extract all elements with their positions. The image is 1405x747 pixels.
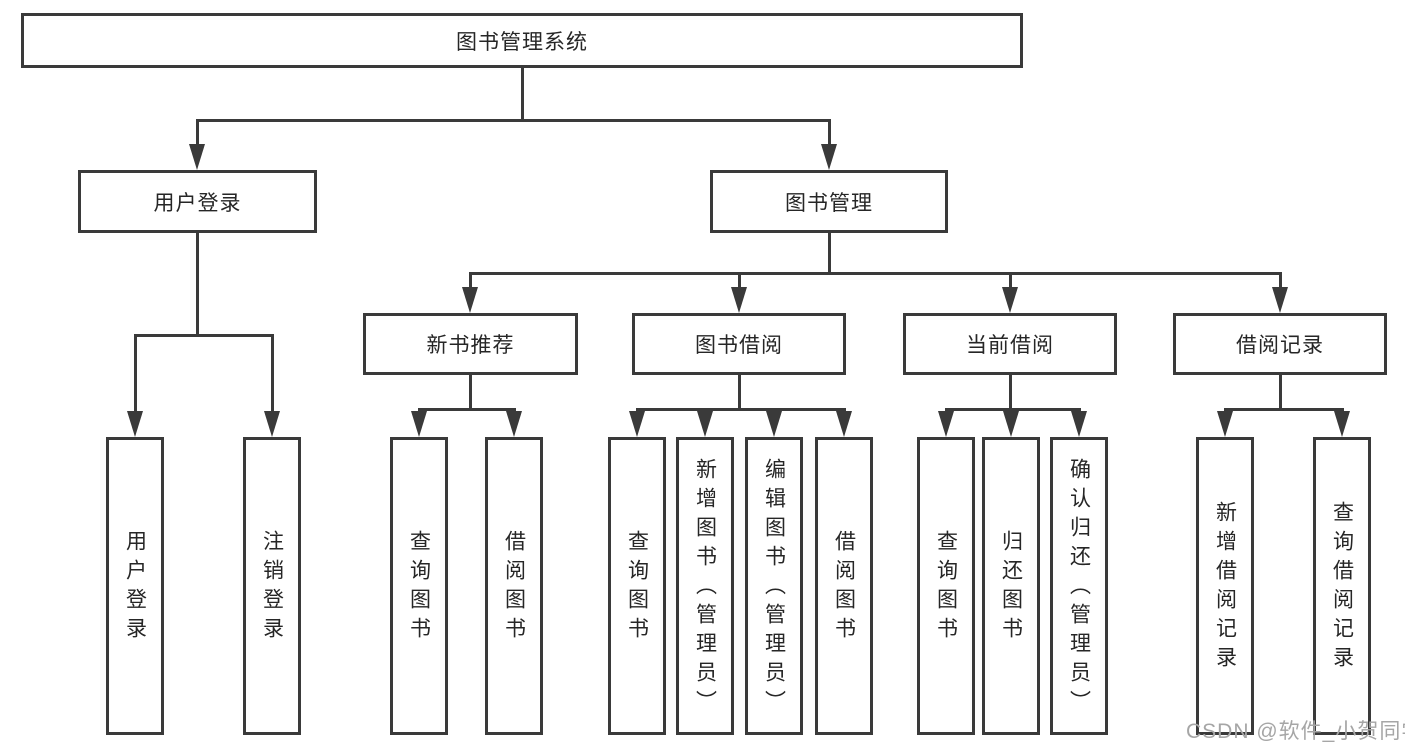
arrowhead-down-icon xyxy=(411,411,427,437)
node-root-library-system: 图书管理系统 xyxy=(21,13,1023,68)
node-book-management: 图书管理 xyxy=(710,170,948,233)
arrowhead-down-icon xyxy=(1272,287,1288,313)
leaf-add-books-admin: 新增图书（管理员） xyxy=(676,437,734,735)
arrowhead-down-icon xyxy=(1071,411,1087,437)
leaf-logout: 注销登录 xyxy=(243,437,301,735)
leaf-borrow-books: 借阅图书 xyxy=(815,437,873,735)
leaf-confirm-return-admin: 确认归还（管理员） xyxy=(1050,437,1108,735)
leaf-return-books: 归还图书 xyxy=(982,437,1040,735)
arrowhead-down-icon xyxy=(821,144,837,170)
leaf-edit-books-admin: 编辑图书（管理员） xyxy=(745,437,803,735)
leaf-user-login: 用户登录 xyxy=(106,437,164,735)
arrowhead-down-icon xyxy=(506,411,522,437)
arrowhead-down-icon xyxy=(766,411,782,437)
leaf-add-borrow-record: 新增借阅记录 xyxy=(1196,437,1254,735)
leaf-query-books-current: 查询图书 xyxy=(917,437,975,735)
csdn-watermark: CSDN @软件_小贺同学 xyxy=(1186,720,1405,743)
arrowhead-down-icon xyxy=(189,144,205,170)
arrowhead-down-icon xyxy=(127,411,143,437)
node-book-borrowing: 图书借阅 xyxy=(632,313,846,375)
arrowhead-down-icon xyxy=(731,287,747,313)
node-borrowing-records: 借阅记录 xyxy=(1173,313,1387,375)
arrowhead-down-icon xyxy=(629,411,645,437)
node-new-book-recommend: 新书推荐 xyxy=(363,313,578,375)
leaf-query-books-borrowing: 查询图书 xyxy=(608,437,666,735)
arrowhead-down-icon xyxy=(1217,411,1233,437)
node-current-borrowing: 当前借阅 xyxy=(903,313,1117,375)
arrowhead-down-icon xyxy=(264,411,280,437)
arrowhead-down-icon xyxy=(836,411,852,437)
arrowhead-down-icon xyxy=(1334,411,1350,437)
leaf-borrow-books-recommend: 借阅图书 xyxy=(485,437,543,735)
arrowhead-down-icon xyxy=(938,411,954,437)
arrowhead-down-icon xyxy=(462,287,478,313)
arrowhead-down-icon xyxy=(1003,411,1019,437)
leaf-query-borrow-record: 查询借阅记录 xyxy=(1313,437,1371,735)
arrowhead-down-icon xyxy=(697,411,713,437)
node-user-login: 用户登录 xyxy=(78,170,317,233)
leaf-query-books-recommend: 查询图书 xyxy=(390,437,448,735)
arrowhead-down-icon xyxy=(1002,287,1018,313)
